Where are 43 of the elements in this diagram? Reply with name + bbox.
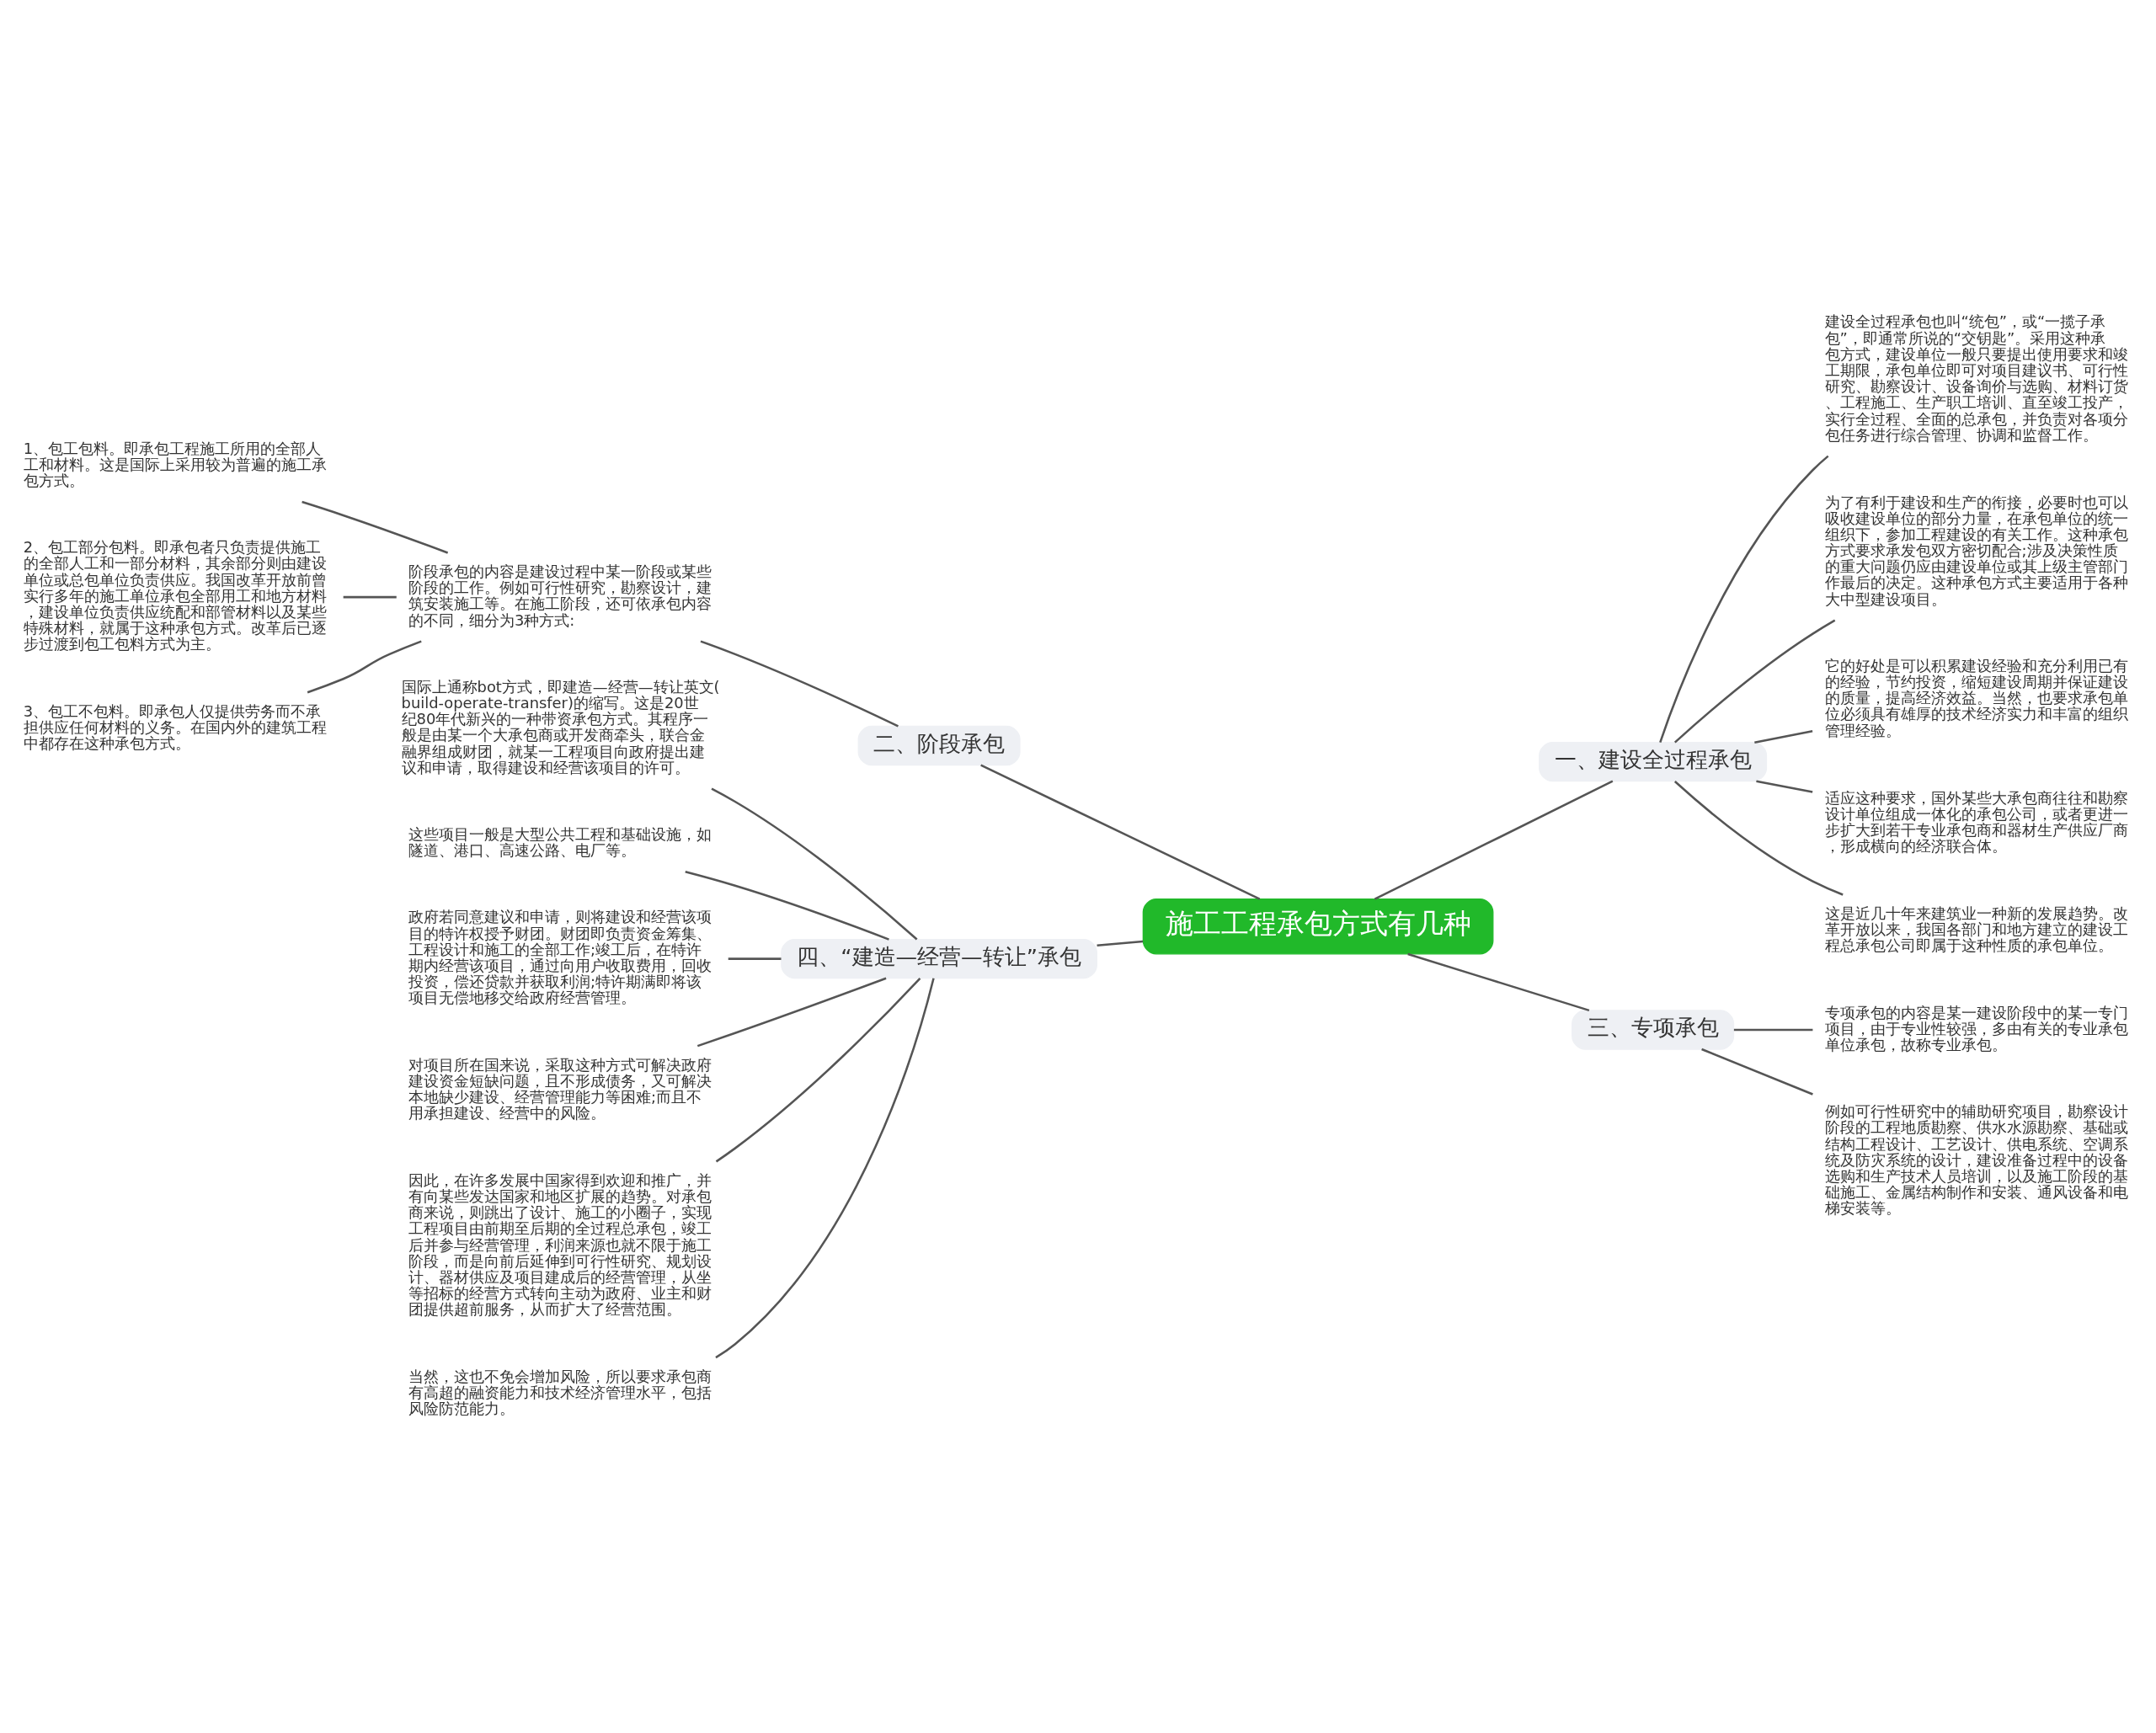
- node-box: 三、专项承包: [1572, 1010, 1735, 1050]
- connector: [1756, 780, 1813, 793]
- node-text: 当然，这也不免会增加风险，所以要求承包商有高超的融资能力和技术经济管理水平，包括风险防范能力。: [408, 1367, 712, 1417]
- node-text: 对项目所在国来说，采取这种方式可解决政府建设资金短缺问题，且不形成债务，又可解决本地缺少建设、经营管理能力等困难;而且不用承担建设、经营中的风险。: [408, 1055, 712, 1122]
- connector: [728, 957, 782, 960]
- connector: [1754, 730, 1813, 744]
- node-text: 为了有利于建设和生产的衔接，必要时也可以吸收建设单位的部分力量，在承包单位的统一组织下，参加工程建设的有关工作。这种承包方式要求承发包双方密切配合;涉及决策性质的重大问题仍应由建设单位或其上级主管部门作最后的决定。这种承包方式主要适用于各种大中型建设项目。: [1824, 493, 2128, 608]
- connector: [700, 640, 899, 728]
- node-text: 政府若同意建议和申请，则将建设和经营该项目的特许权授予财团。财团即负责资金筹集、工程设计和施工的全部工作;竣工后，在特许期内经营该项目，通过向用户收取费用，回收投资，偿还贷款并获取利润;特许期满即将该项目无偿地移交给政府经营管理。: [408, 908, 712, 1007]
- connector: [343, 595, 397, 599]
- node-text: 它的好处是可以积累建设经验和充分利用已有的经验，节约投资，缩短建设周期并保证建设的质量，提高经济效益。当然，也要求承包单位必须具有雄厚的技术经济实力和丰富的组织管理经验。: [1824, 656, 2128, 739]
- connector: [685, 870, 889, 941]
- connector: [1407, 952, 1590, 1012]
- node-box: 二、阶段承包: [857, 725, 1021, 766]
- node-text: 适应这种要求，国外某些大承包商往往和勘察设计单位组成一体化的承包公司，或者更进一步扩大到若干专业承包商和器材生产供应厂商，形成横向的经济联合体。: [1824, 788, 2128, 856]
- connector: [1733, 1028, 1813, 1032]
- connector: [696, 977, 887, 1048]
- connector: [1701, 1048, 1813, 1096]
- connector: [715, 978, 935, 1359]
- node-text: 阶段承包的内容是建设过程中某一阶段或某些阶段的工作。例如可行性研究，勘察设计，建筑安装施工等。在施工阶段，还可依承包内容的不同，细分为3种方式:: [408, 563, 712, 629]
- node-text: 专项承包的内容是某一建设阶段中的某一专门项目，由于专业性较强，多由有关的专业承包单位承包，故称专业承包。: [1824, 1003, 2128, 1053]
- node-box: 施工工程承包方式有几种: [1142, 898, 1494, 955]
- node-text: 2、包工部分包料。即承包者只负责提供施工的全部人工和一部分材料，其余部分则由建设单位或总包单位负责供应。我国改革开放前曾实行多年的施工单位承包全部用工和地方材料，建设单位负责供应统配和部管材料以及某些特殊材料，就属于这种承包方式。改革后已逐步过渡到包工包料方式为主。: [23, 538, 327, 653]
- connector: [715, 978, 921, 1163]
- connector: [1673, 781, 1844, 896]
- connector: [307, 640, 422, 694]
- node-text: 例如可行性研究中的辅助研究项目，勘察设计阶段的工程地质勘察、供水水源勘察、基础或结构工程设计、工艺设计、供电系统、空调系统及防灾系统的设计，建设准备过程中的设备选购和生产技术人员培训，以及施工阶段的基础施工、金属结构制作和安装、通风设备和电梯安装等。: [1824, 1102, 2128, 1218]
- connector: [980, 764, 1261, 900]
- node-text: 这是近几十年来建筑业一种新的发展趋势。改革开放以来，我国各部门和地方建立的建设工程总承包公司即属于这种性质的承包单位。: [1824, 904, 2128, 955]
- node-text: 因此，在许多发展中国家得到欢迎和推广，并有向某些发达国家和地区扩展的趋势。对承包商来说，则跳出了设计、施工的小圈子，实现工程项目由前期至后期的全过程总承包，竣工后并参与经营管理，利润来源也就不限于施工阶段，而是向前后延伸到可行性研究、规划设计、器材供应及项目建成后的经营管理，从坐等招标的经营方式转向主动为政府、业主和财团提供超前服务，从而扩大了经营范围。: [408, 1170, 712, 1319]
- connector: [1374, 780, 1614, 900]
- node-text: 国际上通称bot方式，即建造—经营—转让英文(build-operate-transfer)的缩写。这是20世纪80年代新兴的一种带资承包方式。其程序一般是由某一个大承包商或开发商牵头，联合金融界组成财团，就某一工程项目向政府提出建议和申请，取得建设和经营该项目的许可。: [401, 677, 720, 776]
- node-text: 3、包工不包料。即承包人仅提供劳务而不承担供应任何材料的义务。在国内外的建筑工程中都存在这种承包方式。: [23, 701, 327, 752]
- node-text: 建设全过程承包也叫“统包”，或“一揽子承包”，即通常所说的“交钥匙”。采用这种承包方式，建设单位一般只要提出使用要求和竣工期限，承包单位即可对项目建议书、可行性研究、勘察设计、设备询价与选购、材料订货、工程施工、生产职工培训、直至竣工投产，实行全过程、全面的总承包，并负责对各项分包任务进行综合管理、协调和监督工作。: [1824, 312, 2128, 444]
- node-box: 四、“建造—经营—转让”承包: [781, 938, 1097, 979]
- connector: [1659, 455, 1829, 744]
- node-box: 一、建设全过程承包: [1539, 742, 1768, 782]
- node-text: 1、包工包料。即承包工程施工所用的全部人工和材料。这是国际上采用较为普遍的施工承包方式。: [23, 439, 327, 490]
- connector: [1673, 619, 1836, 744]
- node-text: 这些项目一般是大型公共工程和基础设施，如隧道、港口、高速公路、电厂等。: [408, 824, 712, 860]
- connector: [1097, 940, 1144, 946]
- connector: [711, 787, 918, 941]
- connector: [302, 500, 449, 554]
